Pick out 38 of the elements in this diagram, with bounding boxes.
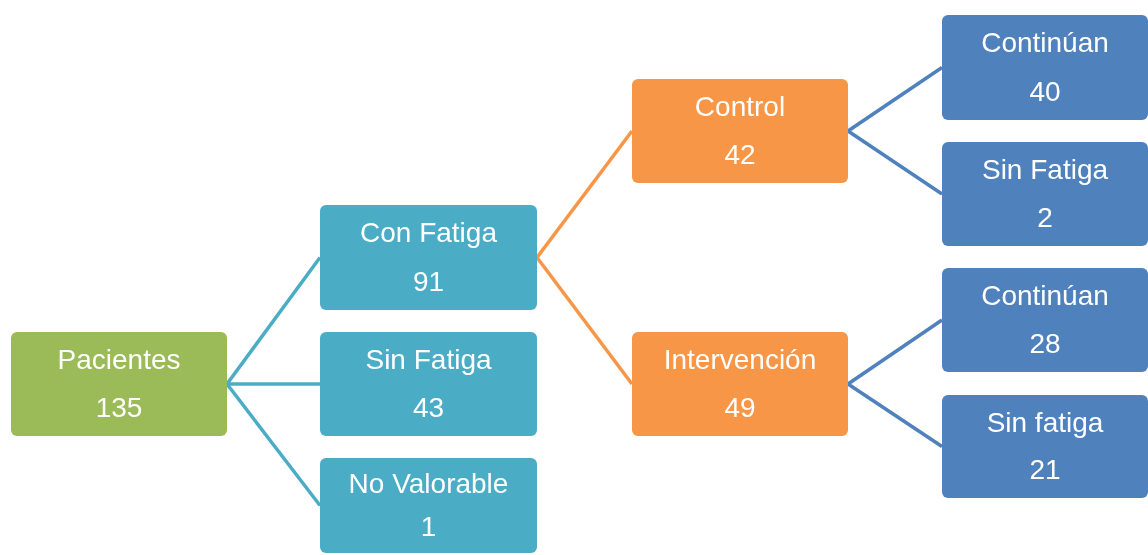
node-count: 135 <box>95 391 143 425</box>
node-count: 91 <box>412 264 445 299</box>
connector-line <box>847 382 943 448</box>
node-count: 2 <box>1037 201 1053 235</box>
node-count: 43 <box>412 391 445 425</box>
process-box <box>942 268 1148 372</box>
node-count: 42 <box>724 138 756 172</box>
process-box <box>942 395 1148 498</box>
connector-line <box>847 318 943 386</box>
process-box <box>942 142 1148 246</box>
connector-line <box>535 256 634 386</box>
node-count: 21 <box>1029 453 1061 488</box>
node-title: Pacientes <box>57 343 181 377</box>
process-box <box>320 332 537 436</box>
node-count: 28 <box>1029 327 1061 361</box>
node-title: Con Fatiga <box>360 216 497 251</box>
process-box <box>942 15 1148 120</box>
node-count: 49 <box>724 391 756 425</box>
connector-line <box>535 129 634 259</box>
connector-line <box>847 129 943 196</box>
node-title: Control <box>694 90 786 124</box>
process-box <box>632 79 848 183</box>
node-title: No Valorable <box>348 466 509 501</box>
node-title: Intervención <box>663 343 817 377</box>
node-title: Continúan <box>981 279 1109 313</box>
node-count: 40 <box>1029 74 1061 109</box>
node-title: Sin fatiga <box>986 405 1104 440</box>
process-box <box>320 458 537 553</box>
node-title: Sin Fatiga <box>365 343 492 377</box>
process-box <box>320 205 537 310</box>
connector-line <box>225 382 322 507</box>
node-title: Sin Fatiga <box>981 153 1109 187</box>
connector-line <box>227 382 320 386</box>
process-box <box>11 332 227 436</box>
process-box <box>632 332 848 436</box>
node-title: Continúan <box>981 26 1109 61</box>
node-count: 1 <box>420 510 437 545</box>
connector-line <box>847 66 943 133</box>
